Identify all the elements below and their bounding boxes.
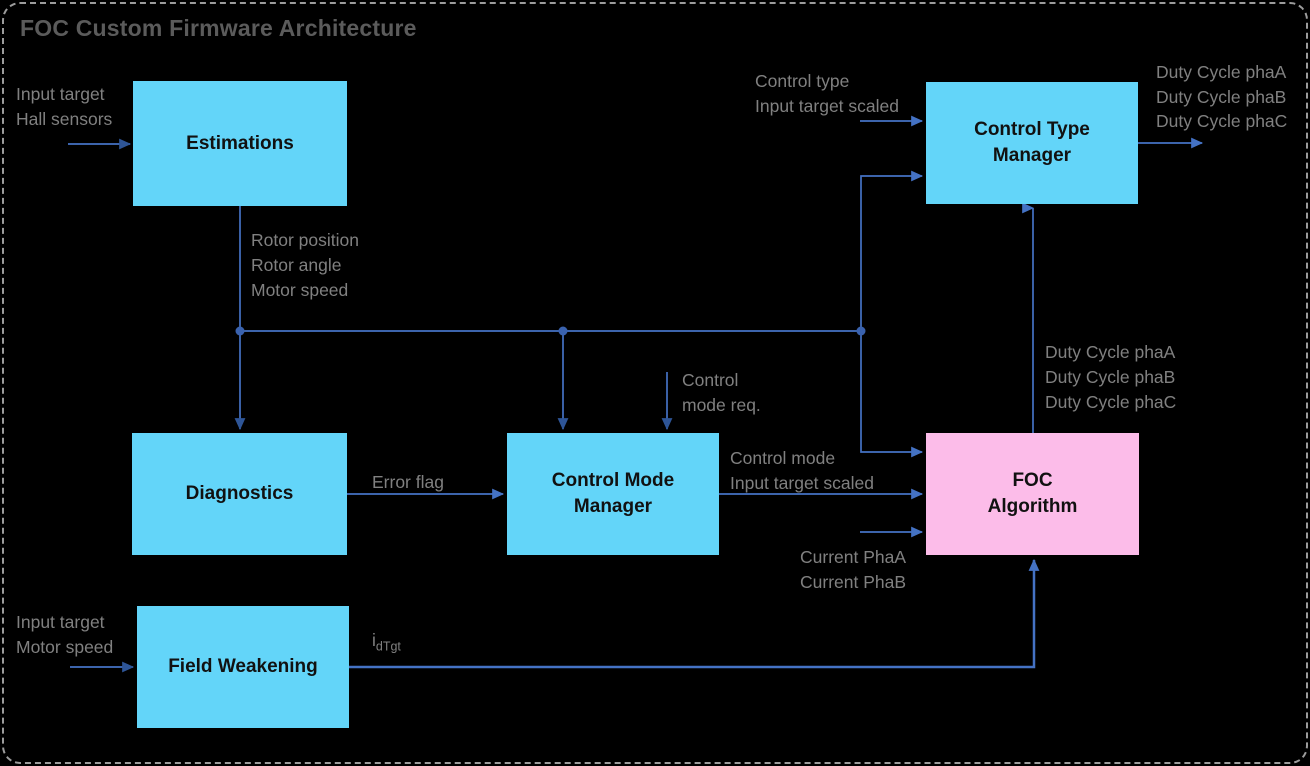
diagram-title: FOC Custom Firmware Architecture — [20, 15, 417, 41]
label-estimations-outputs: Rotor position Rotor angle Motor speed — [251, 230, 359, 300]
label-duty-cycle-foc-to-ctm: Duty Cycle phaA Duty Cycle phaB Duty Cyc… — [1045, 342, 1177, 412]
block-field-weakening: Field Weakening — [137, 606, 349, 728]
label-estimations-inputs: Input target Hall sensors — [16, 84, 113, 129]
label-error-flag: Error flag — [372, 472, 444, 492]
block-label: Diagnostics — [185, 483, 294, 504]
label-control-type-manager-inputs: Control type Input target scaled — [755, 71, 899, 116]
block-control-mode-manager: Control Mode Manager — [507, 433, 719, 555]
connector-field-weakening-to-foc — [349, 558, 1040, 667]
block-diagnostics: Diagnostics — [132, 433, 347, 555]
block-label: Algorithm — [987, 496, 1078, 517]
label-idtgt: idTgt — [372, 630, 401, 654]
label-control-mode-scaled: Control mode Input target scaled — [730, 448, 874, 493]
connector-bus-to-control-type-manager — [861, 170, 924, 331]
block-label: FOC — [1012, 470, 1053, 491]
block-label: Estimations — [186, 132, 294, 154]
label-field-weakening-inputs: Input target Motor speed — [16, 612, 114, 657]
block-label: Control Type — [974, 119, 1090, 140]
block-label: Control Mode — [551, 470, 675, 491]
label-control-mode-req: Control mode req. — [682, 370, 761, 415]
block-label: Manager — [992, 145, 1072, 166]
label-current-inputs: Current PhaA Current PhaB — [800, 547, 907, 592]
junction-dot — [235, 326, 245, 336]
junction-dot — [856, 326, 866, 336]
block-foc-algorithm: FOC Algorithm — [926, 433, 1139, 555]
block-label: Manager — [573, 496, 653, 517]
connector-bus-to-foc-algorithm — [861, 331, 924, 458]
junction-dot — [558, 326, 568, 336]
block-label: Field Weakening — [168, 656, 318, 677]
block-estimations: Estimations — [133, 81, 347, 206]
label-duty-cycle-outputs: Duty Cycle phaA Duty Cycle phaB Duty Cyc… — [1156, 62, 1288, 131]
block-control-type-manager: Control Type Manager — [926, 82, 1138, 204]
